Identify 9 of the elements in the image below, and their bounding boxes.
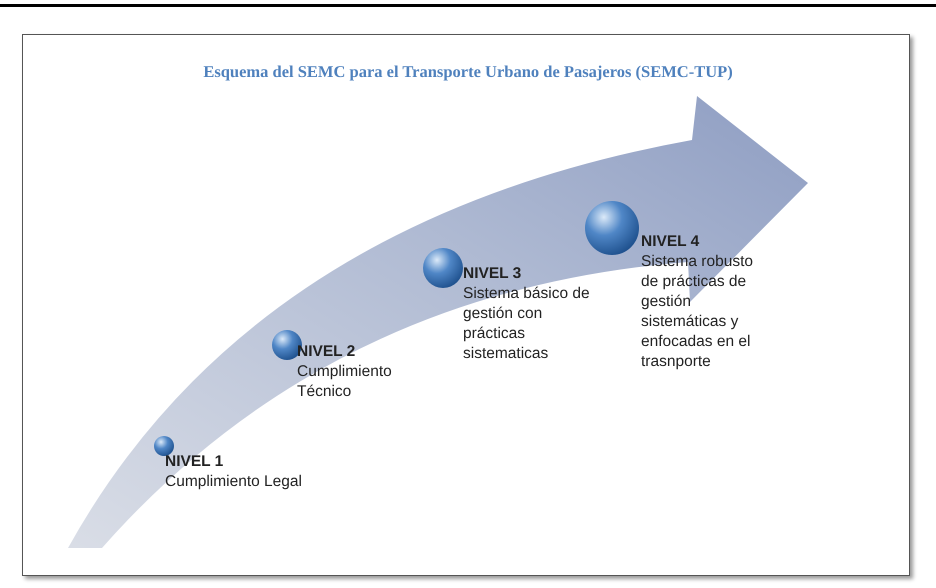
level-description: Cumplimiento Técnico: [297, 362, 393, 402]
level-heading: NIVEL 1: [165, 452, 224, 472]
level-description: Cumplimiento Legal: [165, 472, 303, 492]
level-heading: NIVEL 4: [641, 232, 700, 252]
level-heading: NIVEL 2: [297, 342, 356, 362]
level-heading: NIVEL 3: [463, 264, 522, 284]
diagram-title: Esquema del SEMC para el Transporte Urbano de Pasajeros (SEMC-TUP): [202, 62, 734, 82]
level-description: Sistema robusto de prácticas de gestión sistemáticas y enfocadas en el trasnporte: [641, 252, 754, 372]
level-description: Sistema básico de gestión con prácticas sistematicas: [463, 284, 591, 364]
